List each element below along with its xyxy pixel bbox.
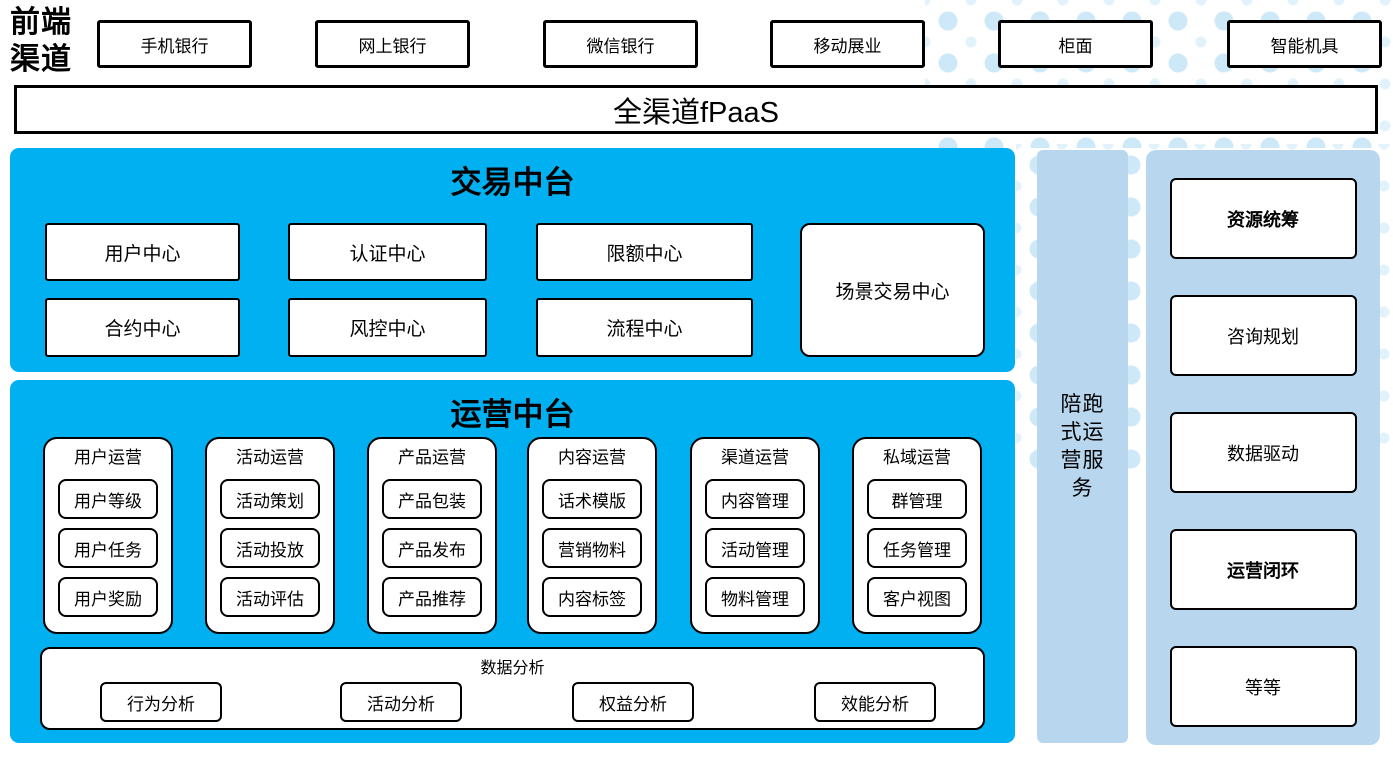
ops-item: 任务管理 [867, 528, 967, 568]
service-box-data-driven: 数据驱动 [1169, 412, 1357, 493]
companion-service-label: 陪跑式运营服务 [1060, 392, 1105, 500]
center-box-contract: 合约中心 [45, 298, 240, 357]
service-box-consulting: 咨询规划 [1169, 295, 1357, 376]
center-box-scene-trade: 场景交易中心 [800, 223, 985, 357]
trade-platform-title: 交易中台 [450, 165, 575, 200]
ops-item: 产品推荐 [382, 577, 482, 617]
companion-service-bar: 陪跑式运营服务 [1037, 150, 1128, 743]
center-box-risk: 风控中心 [288, 298, 487, 357]
ops-column-title: 内容运营 [558, 448, 626, 467]
analysis-item-behavior: 行为分析 [100, 682, 222, 722]
analysis-item-rights: 权益分析 [572, 682, 694, 722]
ops-item: 活动投放 [220, 528, 320, 568]
ops-platform-panel: 运营中台 用户运营 用户等级 用户任务 用户奖励 活动运营 活动策划 活动投放 … [10, 380, 1015, 743]
analysis-item-efficiency: 效能分析 [814, 682, 936, 722]
ops-column-title: 渠道运营 [721, 448, 789, 467]
channel-box-online-banking: 网上银行 [315, 20, 470, 68]
ops-item: 内容标签 [542, 577, 642, 617]
channel-box-wechat-banking: 微信银行 [543, 20, 698, 68]
ops-item: 活动策划 [220, 479, 320, 519]
ops-item: 用户奖励 [58, 577, 158, 617]
center-box-auth: 认证中心 [288, 223, 487, 281]
fpaas-bar: 全渠道fPaaS [14, 85, 1378, 134]
ops-column-title: 用户运营 [74, 448, 142, 467]
ops-item: 用户任务 [58, 528, 158, 568]
channel-box-mobile-outreach: 移动展业 [770, 20, 925, 68]
channel-box-smart-machine: 智能机具 [1227, 20, 1382, 68]
ops-column-activity: 活动运营 活动策划 活动投放 活动评估 [205, 437, 335, 634]
analysis-item-activity: 活动分析 [340, 682, 462, 722]
ops-platform-title: 运营中台 [450, 397, 575, 432]
ops-column-user: 用户运营 用户等级 用户任务 用户奖励 [43, 437, 173, 634]
ops-item: 物料管理 [705, 577, 805, 617]
ops-item: 活动管理 [705, 528, 805, 568]
center-box-process: 流程中心 [536, 298, 753, 357]
front-channels-label: 前端渠道 [10, 6, 72, 76]
ops-item: 内容管理 [705, 479, 805, 519]
ops-column-title: 产品运营 [398, 448, 466, 467]
ops-column-title: 活动运营 [236, 448, 304, 467]
ops-column-channel: 渠道运营 内容管理 活动管理 物料管理 [690, 437, 820, 634]
service-panel: 资源统筹 咨询规划 数据驱动 运营闭环 等等 [1146, 150, 1380, 745]
ops-item: 营销物料 [542, 528, 642, 568]
ops-item: 话术模版 [542, 479, 642, 519]
service-box-resource: 资源统筹 [1169, 178, 1357, 259]
channel-box-mobile-banking: 手机银行 [97, 20, 252, 68]
service-box-etc: 等等 [1169, 646, 1357, 727]
data-analysis-box: 数据分析 行为分析 活动分析 权益分析 效能分析 [40, 647, 985, 730]
ops-item: 客户视图 [867, 577, 967, 617]
trade-platform-panel: 交易中台 用户中心 认证中心 限额中心 合约中心 风控中心 流程中心 场景交易中… [10, 148, 1015, 372]
channel-box-counter: 柜面 [998, 20, 1153, 68]
ops-item: 产品包装 [382, 479, 482, 519]
ops-item: 用户等级 [58, 479, 158, 519]
ops-item: 产品发布 [382, 528, 482, 568]
ops-column-content: 内容运营 话术模版 营销物料 内容标签 [527, 437, 657, 634]
center-box-user: 用户中心 [45, 223, 240, 281]
data-analysis-title: 数据分析 [480, 660, 545, 677]
center-box-limit: 限额中心 [536, 223, 753, 281]
service-box-closed-loop: 运营闭环 [1169, 529, 1357, 610]
ops-item: 群管理 [867, 479, 967, 519]
ops-column-private: 私域运营 群管理 任务管理 客户视图 [852, 437, 982, 634]
ops-column-title: 私域运营 [883, 448, 951, 467]
ops-column-product: 产品运营 产品包装 产品发布 产品推荐 [367, 437, 497, 634]
ops-item: 活动评估 [220, 577, 320, 617]
